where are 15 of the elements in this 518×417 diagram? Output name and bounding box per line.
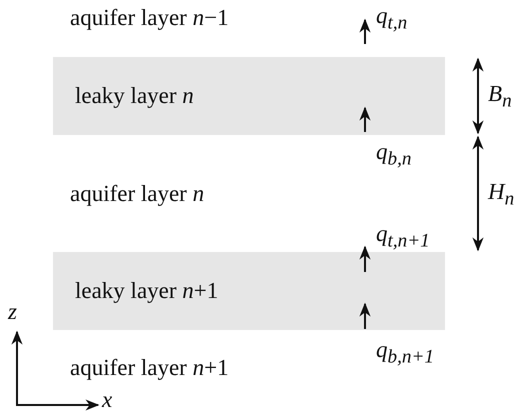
thickness-label: H$_{n}$ xyxy=(488,180,514,209)
layer-label: aquifer layer n+1 xyxy=(70,356,229,379)
axis-label: z xyxy=(8,300,17,323)
layer-label: aquifer layer n xyxy=(70,182,204,205)
layer-label: leaky layer n xyxy=(75,83,194,109)
axis-label: x xyxy=(102,388,112,411)
flux-label: q$_{b,n+1}$ xyxy=(376,338,434,367)
thickness-label: B$_{n}$ xyxy=(488,82,512,111)
flux-label: q$_{t,n+1}$ xyxy=(376,222,430,251)
flux-label: q$_{b,n}$ xyxy=(376,140,412,169)
layer-label: aquifer layer n−1 xyxy=(70,6,229,29)
flux-label: q$_{t,n}$ xyxy=(376,4,408,33)
layer-label: leaky layer n+1 xyxy=(75,278,218,304)
leaky-layer-band xyxy=(53,252,445,330)
leaky-layer-band xyxy=(53,57,445,135)
